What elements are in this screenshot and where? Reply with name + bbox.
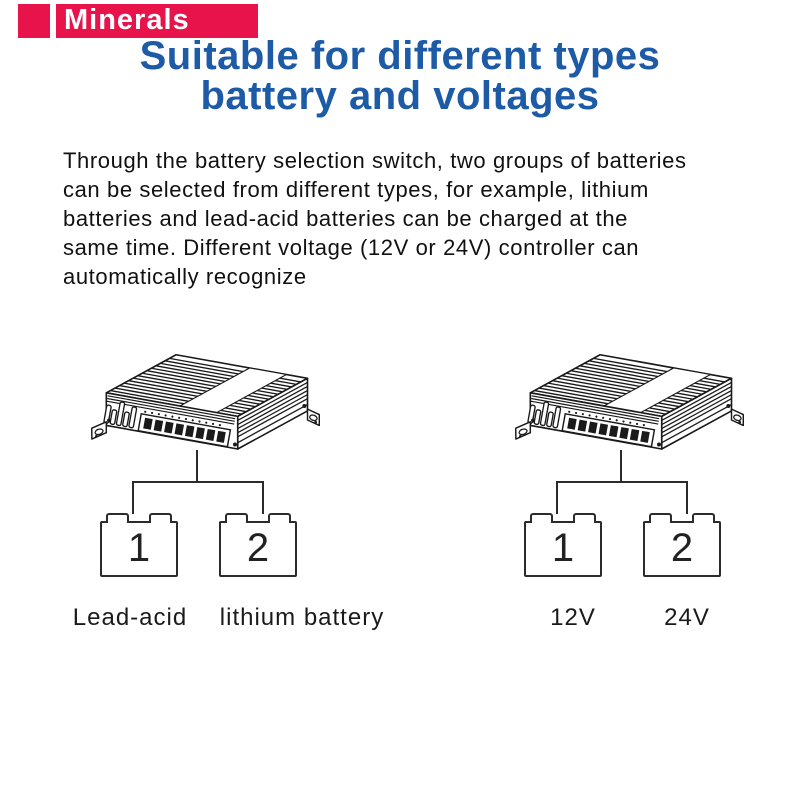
battery-terminal-icon xyxy=(149,513,172,523)
wire-stem-right xyxy=(620,450,622,482)
wire-branch-left xyxy=(132,481,264,483)
battery-terminal-icon xyxy=(530,513,553,523)
page-title-line2: battery and voltages xyxy=(200,74,600,118)
battery-box-lithium: 2 xyxy=(219,513,297,577)
battery-terminal-icon xyxy=(268,513,291,523)
battery-box-24v: 2 xyxy=(643,513,721,577)
battery-number: 2 xyxy=(670,526,694,570)
battery-number: 1 xyxy=(551,526,575,570)
battery-number: 2 xyxy=(246,526,270,570)
brand-name: Minerals xyxy=(64,4,190,36)
battery-terminal-icon xyxy=(649,513,672,523)
battery-terminal-icon xyxy=(106,513,129,523)
charge-controller-illustration-right xyxy=(514,322,746,460)
battery-terminal-icon xyxy=(692,513,715,523)
battery-number: 1 xyxy=(127,526,151,570)
wire-branch-right xyxy=(556,481,688,483)
battery-terminal-icon xyxy=(225,513,248,523)
description-text: Through the battery selection switch, tw… xyxy=(63,148,687,289)
wire-drop-left-1 xyxy=(132,481,134,514)
battery-label-lead-acid: Lead-acid xyxy=(72,604,188,631)
wire-stem-left xyxy=(196,450,198,482)
battery-label-24v: 24V xyxy=(664,604,710,631)
page-title-line1: Suitable for different types xyxy=(139,34,661,78)
battery-box-lead-acid: 1 xyxy=(100,513,178,577)
brand-logo-banner: Minerals xyxy=(18,4,258,38)
charge-controller-illustration-left xyxy=(90,322,322,460)
wire-drop-right-2 xyxy=(686,481,688,514)
page-title: Suitable for different types battery and… xyxy=(0,36,800,116)
battery-terminal-icon xyxy=(573,513,596,523)
wire-drop-left-2 xyxy=(262,481,264,514)
wire-drop-right-1 xyxy=(556,481,558,514)
logo-mark xyxy=(50,4,56,38)
battery-label-lithium: lithium battery xyxy=(219,604,385,631)
battery-label-12v: 12V xyxy=(550,604,596,631)
battery-box-12v: 1 xyxy=(524,513,602,577)
